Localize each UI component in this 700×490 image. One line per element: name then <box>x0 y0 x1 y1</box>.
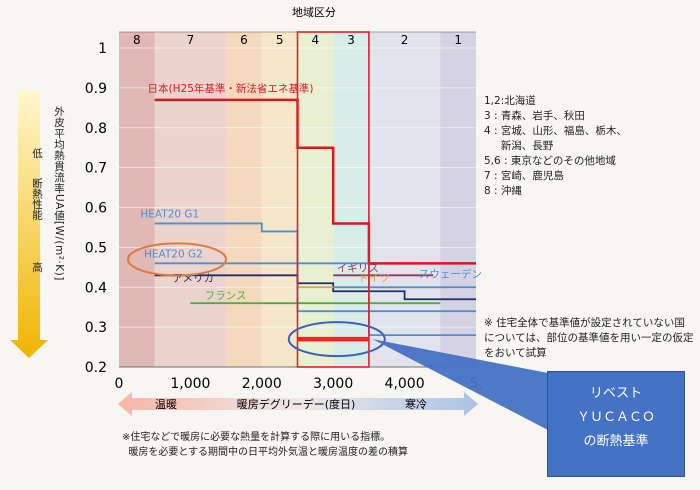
region-label-6: 6 <box>240 33 248 47</box>
insulation-low-label: 低 <box>31 148 43 159</box>
degree-day-arrow <box>118 392 478 416</box>
assumption-note: ※ 住宅全体で基準値が設定されていない国については、部位の基準値を用い一定の仮定… <box>484 317 694 359</box>
series-label-0: 日本(H25年基準・新法省エネ基準) <box>148 82 314 95</box>
y-tick-label: 0.6 <box>85 201 107 217</box>
x-tick-label: 2,000 <box>242 376 282 392</box>
insulation-high-label: 高 <box>31 262 43 273</box>
yucaco-highlight-ellipse <box>287 321 386 358</box>
region-band-3 <box>333 32 369 367</box>
highlight-box <box>296 31 370 368</box>
series-label-4: フランス <box>205 290 247 302</box>
region-label-7: 7 <box>187 33 195 47</box>
x-tick-label: 1,000 <box>170 376 210 392</box>
cold-label: 寒冷 <box>405 397 427 411</box>
yucaco-callout: リベスト ＹＵＣＡＣＯ の断熱基準 <box>547 371 685 477</box>
insulation-arrow <box>10 90 48 358</box>
axis-ticks: 0.2 0.3 0.4 0.5 0.6 0.7 0.8 0.9 1 0 1,000 2,000 3,00… <box>85 41 483 392</box>
annotations: 温暖 暖房デグリーデー(度日) 寒冷 <box>10 31 548 430</box>
g2-highlight-ellipse <box>127 242 227 277</box>
insulation-label: 断熱性能 <box>31 178 43 220</box>
x-tick-label: 4,000 <box>385 376 425 392</box>
series-label-2: HEAT20 G2 <box>144 248 203 260</box>
region-legend: 1,2:北海道 3 : 青森、岩手、秋田 4 : 宮城、山形、福島、栃木、 新潟… <box>484 95 627 197</box>
warm-label: 温暖 <box>155 398 177 411</box>
y-tick-label: 0.5 <box>85 240 107 256</box>
region-band-2 <box>368 32 441 367</box>
series-label-1: HEAT20 G1 <box>140 208 199 220</box>
y-tick-label: 1 <box>98 41 107 57</box>
chart-title: 地域区分 <box>292 6 336 19</box>
y-tick-label: 0.2 <box>85 360 107 376</box>
region-band-1 <box>440 32 476 367</box>
x-tick-label: 0 <box>115 376 124 392</box>
degree-day-label: 暖房デグリーデー(度日) <box>237 397 356 411</box>
y-tick-label: 0.4 <box>85 280 107 296</box>
region-label-8: 8 <box>133 33 141 47</box>
footnote: ※住宅などで暖房に必要な熱量を計算する際に用いる指標。 暖房を必要とする期間中の… <box>122 432 409 458</box>
region-label-3: 3 <box>347 33 355 47</box>
y-tick-label: 0.3 <box>85 320 107 336</box>
y-tick-label: 0.9 <box>85 81 107 97</box>
region-label-4: 4 <box>312 33 320 47</box>
series-label-7: スウェーデン <box>419 267 482 280</box>
x-tick-label: 3,000 <box>313 376 353 392</box>
region-label-5: 5 <box>276 33 284 47</box>
y-axis-label: 外皮平均熱貫流率UA値[W/(m²·K)] <box>53 106 65 281</box>
callout-pointer <box>372 339 548 430</box>
series-label-6: ドイツ <box>358 272 390 284</box>
callout-line3: の断熱基準 <box>583 434 649 449</box>
y-tick-label: 0.7 <box>85 161 107 177</box>
region-label-1: 1 <box>454 33 462 47</box>
y-tick-label: 0.8 <box>85 121 107 137</box>
callout-line1: リベスト <box>589 386 643 401</box>
callout-line2: ＹＵＣＡＣＯ <box>576 410 655 425</box>
region-label-2: 2 <box>401 33 409 47</box>
